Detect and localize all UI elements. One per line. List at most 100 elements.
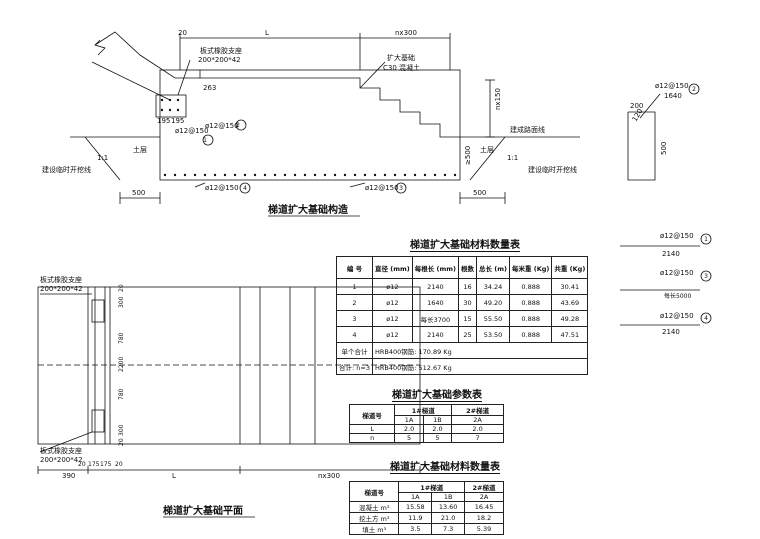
- rebar-num-2: 2: [236, 122, 240, 129]
- bar3-detail-callout: [700, 270, 712, 282]
- table-cell: 5.39: [464, 523, 504, 535]
- plan-hdim-3: 20: [115, 461, 123, 468]
- bar2-length: 1640: [664, 92, 682, 100]
- table-cell: 11.9: [398, 512, 433, 524]
- slope-left-label: 1:1: [97, 154, 108, 162]
- table-cell: 2.0: [394, 424, 424, 434]
- table-cell: 49.20: [476, 294, 510, 311]
- dim-ge500: ≥500: [464, 146, 472, 165]
- table-cell: 2140: [411, 326, 460, 343]
- table-cell: 填土 m³: [348, 523, 400, 535]
- table-cell: 0.888: [508, 294, 553, 311]
- table2-header: 1#梯道: [394, 404, 453, 416]
- plan-vdim-0: 20: [118, 284, 125, 292]
- slope-left: [84, 136, 121, 181]
- table2-subheader: 2A: [451, 415, 504, 425]
- table3-subheader: 2A: [464, 492, 504, 502]
- plan-bearing-bot: 板式橡胶支座: [40, 446, 82, 455]
- stair-slab: [94, 31, 200, 79]
- rebar-callout-3: [395, 182, 407, 194]
- table2-header: 梯道号: [348, 404, 396, 425]
- plan-hdim-2: 175: [100, 461, 112, 468]
- bar2-num: 2: [692, 86, 696, 93]
- bar2-d200: 200: [630, 102, 643, 110]
- table-cell: 1: [336, 278, 373, 295]
- table-row: 挖土方 m³ 11.9 21.0 18.2: [348, 512, 504, 524]
- table-row: 合计: n=3 HRB400钢筋: 512.67 Kg: [336, 358, 589, 375]
- table-row: L 2.0 2.0 2.0: [348, 424, 504, 434]
- quantity-table: 梯道号 1#梯道 2#梯道 1A 1B 2A 混凝土 m³ 15.58 13.6…: [348, 481, 504, 535]
- rebar-callout-4: [239, 182, 251, 194]
- table-cell: 34.24: [476, 278, 510, 295]
- sum-label: 单个合计: [336, 342, 373, 359]
- bar2-shape: [627, 111, 656, 181]
- breakline: [94, 39, 106, 56]
- plan-vdim-4: 780: [118, 388, 125, 400]
- sum-label: 合计: n=3: [336, 358, 373, 375]
- dim-nx300: nx300: [395, 29, 417, 37]
- table3-subheader: 1A: [398, 492, 433, 502]
- table1-header: 直径 (mm): [371, 256, 413, 279]
- table-cell: 16.45: [464, 501, 504, 513]
- plan-vdim-1: 300: [118, 296, 125, 308]
- rebar-callout-2: [235, 119, 247, 131]
- plan-vdim-2: 780: [118, 332, 125, 344]
- bar2-d500: 500: [660, 142, 668, 155]
- rebar-num-3: 3: [399, 185, 403, 192]
- table-cell: 2.0: [451, 424, 504, 434]
- bar3-detail-length: 每长5000: [664, 292, 691, 300]
- rebar-label-1: ø12@150: [175, 127, 209, 135]
- bar1-detail-label: ø12@150: [660, 232, 694, 240]
- table-row: n 5 5 7: [348, 433, 504, 443]
- dim-nx150: nx150: [494, 88, 502, 110]
- rebar-label-4: ø12@150: [205, 184, 239, 192]
- dim-195b: 195: [171, 117, 184, 125]
- table-cell: L: [348, 424, 396, 434]
- table-row: 3 ø12 每长3700 15 55.50 0.888 49.28: [336, 310, 589, 327]
- foundation-label: 扩大基础: [387, 53, 415, 62]
- table-cell: 5: [422, 433, 453, 443]
- table3-title: 梯道扩大基础材料数量表: [390, 462, 500, 473]
- foundation-outline: [159, 69, 461, 181]
- bar4-detail-length: 2140: [662, 328, 680, 336]
- table-cell: 7: [451, 433, 504, 443]
- plan-vdim-5: 300: [118, 424, 125, 436]
- excavation-right: 建设临时开挖线: [528, 165, 577, 174]
- table2-title: 梯道扩大基础参数表: [392, 390, 482, 401]
- table-cell: ø12: [371, 278, 413, 295]
- table-cell: 3: [336, 310, 373, 327]
- bar1-detail-length: 2140: [662, 250, 680, 258]
- bar1-detail-callout: [700, 233, 712, 245]
- plan-vdim-6: 20: [118, 438, 125, 446]
- table-cell: 21.0: [431, 512, 466, 524]
- table2-subheader: 1B: [422, 415, 453, 425]
- table3-header: 1#梯道: [398, 481, 466, 493]
- bearing-label: 板式橡胶支座: [200, 46, 242, 55]
- slope-right: [469, 136, 506, 181]
- plan-vdim-3: 2200: [118, 357, 125, 372]
- parameter-table: 梯道号 1#梯道 2#梯道 1A 1B 2A L 2.0 2.0 2.0 n 5…: [348, 404, 504, 443]
- table-cell: ø12: [371, 310, 413, 327]
- section-title: 梯道扩大基础构造: [268, 203, 349, 216]
- table-cell: 2140: [411, 278, 460, 295]
- table-row: 1 ø12 2140 16 34.24 0.888 30.41: [336, 278, 589, 295]
- fill-label-left: 土层: [133, 145, 147, 154]
- table-cell: n: [348, 433, 396, 443]
- table-cell: 25: [458, 326, 477, 343]
- table1-header: 总长 (m): [476, 256, 510, 279]
- excavation-left: 建设临时开挖线: [42, 165, 91, 174]
- rebar-label-2: ø12@150: [205, 122, 239, 130]
- sum-value: HRB400钢筋: 512.67 Kg: [371, 358, 589, 375]
- table-cell: 55.50: [476, 310, 510, 327]
- bar4-detail-label: ø12@150: [660, 312, 694, 320]
- dim-20: 20: [178, 29, 187, 37]
- table1-header: 根数: [458, 256, 477, 279]
- bar3-detail-num: 3: [704, 273, 708, 280]
- rebar-num-1: 1: [203, 137, 207, 144]
- bar2-callout: [688, 83, 700, 95]
- table-cell: 30: [458, 294, 477, 311]
- table3-header: 梯道号: [348, 481, 400, 502]
- slope-right-label: 1:1: [507, 154, 518, 162]
- table1-title: 梯道扩大基础材料数量表: [410, 240, 520, 251]
- rebar-num-4: 4: [243, 185, 247, 192]
